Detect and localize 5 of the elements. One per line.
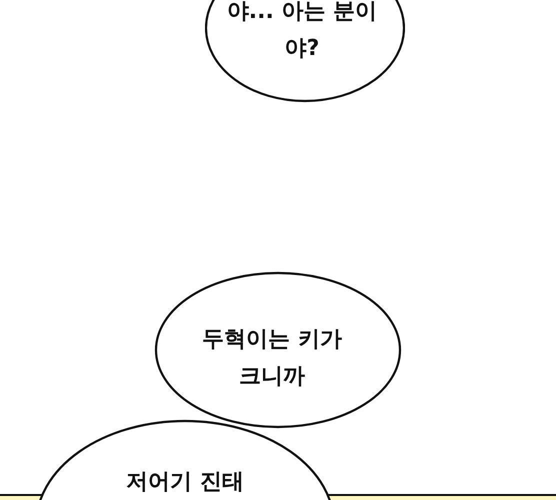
speech-text: 두혁이는 키가 크니까 xyxy=(201,326,343,391)
speech-text: 야... 아는 분이야? xyxy=(226,0,378,63)
speech-bubble xyxy=(205,0,405,103)
speech-bubble xyxy=(154,271,402,429)
speech-text: 저어기 진태 xyxy=(125,468,245,496)
